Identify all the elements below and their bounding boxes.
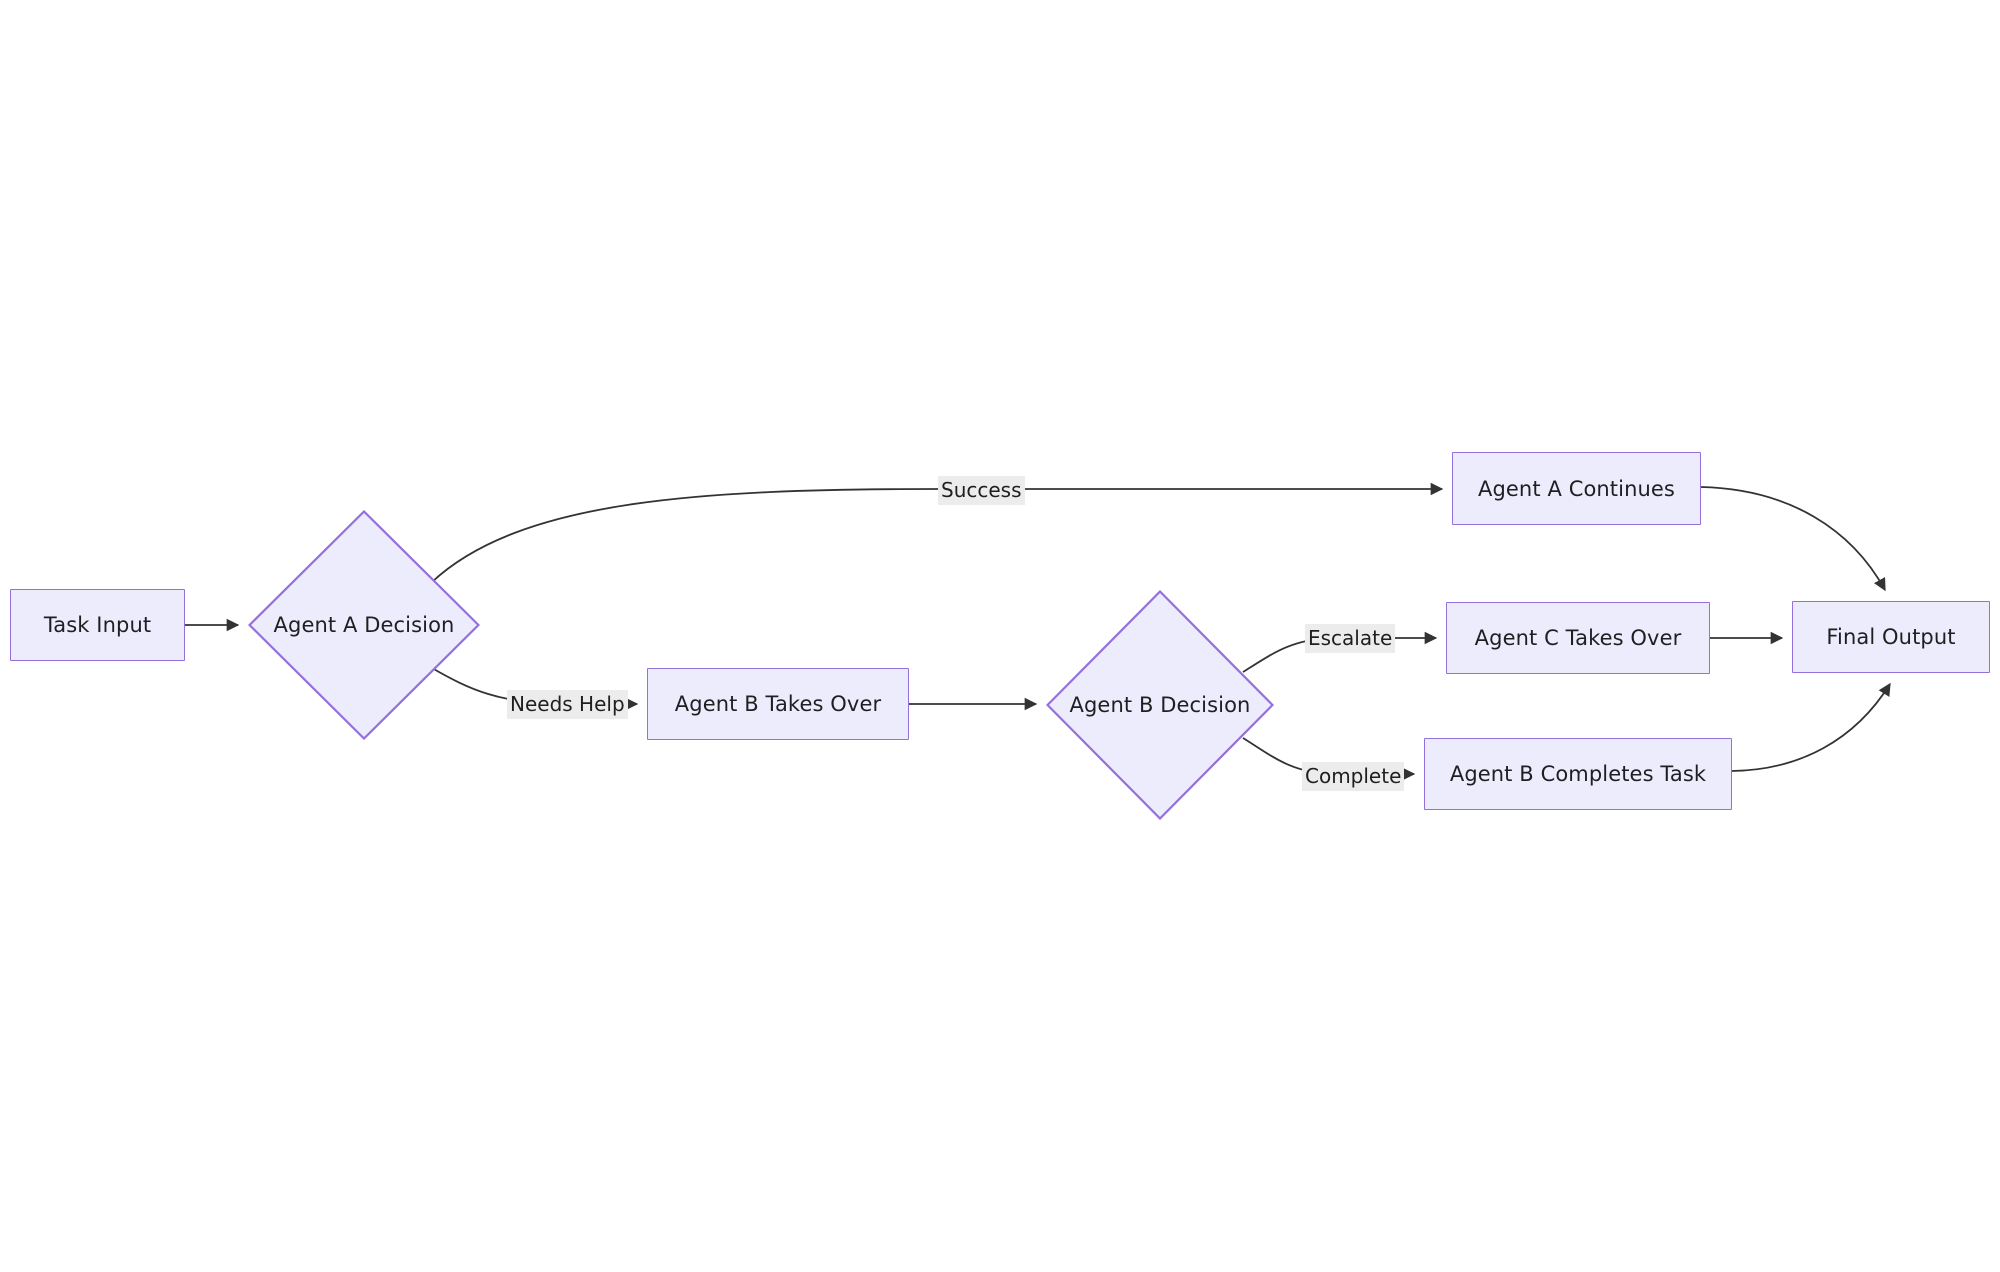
node-label: Task Input <box>43 613 152 637</box>
node-label: Agent B Takes Over <box>674 692 882 716</box>
node-agent-a-decision[interactable]: Agent A Decision <box>248 510 480 740</box>
node-agent-a-continues[interactable]: Agent A Continues <box>1452 452 1701 525</box>
edge-agent-a-continues-to-final-output <box>1700 486 1886 592</box>
edge-label-needs-help: Needs Help <box>507 690 628 719</box>
diamond-shape <box>248 510 480 740</box>
node-label: Final Output <box>1826 625 1956 649</box>
node-label: Agent C Takes Over <box>1474 626 1682 650</box>
node-agent-c-takes-over[interactable]: Agent C Takes Over <box>1446 602 1710 674</box>
node-agent-b-completes-task[interactable]: Agent B Completes Task <box>1424 738 1732 810</box>
edge-label-escalate: Escalate <box>1305 624 1396 653</box>
node-label: Agent A Continues <box>1478 476 1675 501</box>
edge-label-complete: Complete <box>1302 762 1405 791</box>
node-final-output[interactable]: Final Output <box>1792 601 1990 673</box>
node-label: Agent B Decision <box>1069 693 1251 717</box>
edge-agent-b-completes-task-to-final-output <box>1731 682 1891 772</box>
edge-agent-a-decision-to-agent-a-continues <box>431 482 1444 583</box>
node-agent-b-decision[interactable]: Agent B Decision <box>1046 590 1274 820</box>
node-task-input[interactable]: Task Input <box>10 589 185 661</box>
node-label: Agent B Completes Task <box>1449 762 1707 786</box>
node-label: Agent A Decision <box>273 613 455 637</box>
node-agent-b-takes-over[interactable]: Agent B Takes Over <box>647 668 909 740</box>
diamond-shape <box>1046 590 1274 820</box>
edge-label-success: Success <box>938 476 1025 505</box>
